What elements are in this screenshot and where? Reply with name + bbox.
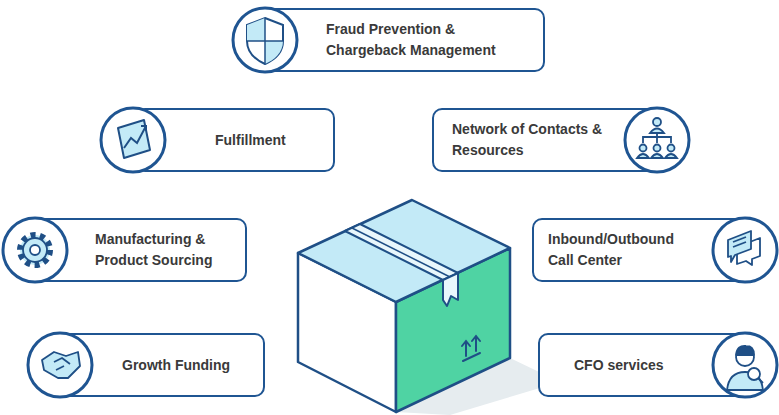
- service-box: Inbound/Outbound Call Center: [532, 218, 745, 282]
- service-box: Fraud Prevention & Chargeback Management: [262, 8, 545, 72]
- advisor-icon: [713, 333, 777, 397]
- service-box: Manufacturing & Product Sourcing: [35, 218, 247, 282]
- this-side-up-arrows: [462, 336, 480, 361]
- service-box: Growth Funding: [58, 333, 265, 397]
- shield-icon: [233, 8, 297, 72]
- service-box: Fulfillment: [135, 108, 335, 172]
- service-label: CFO services: [574, 355, 664, 376]
- box-top-face: [298, 200, 510, 302]
- service-label: Network of Contacts & Resources: [452, 119, 612, 161]
- network-icon: [625, 108, 689, 172]
- box-tape-end: [443, 273, 458, 306]
- service-box: CFO services: [538, 333, 745, 397]
- chat-icon: [713, 218, 777, 282]
- box-tape: [345, 224, 458, 280]
- service-label: Inbound/Outbound Call Center: [548, 229, 688, 271]
- service-box: Network of Contacts & Resources: [432, 108, 660, 172]
- service-label: Growth Funding: [122, 355, 230, 376]
- handshake-icon: [28, 333, 92, 397]
- gear-icon: [3, 218, 67, 282]
- chart-icon: [101, 108, 165, 172]
- service-label: Fulfillment: [215, 130, 286, 151]
- service-label: Manufacturing & Product Sourcing: [95, 229, 235, 271]
- service-label: Fraud Prevention & Chargeback Management: [326, 19, 526, 61]
